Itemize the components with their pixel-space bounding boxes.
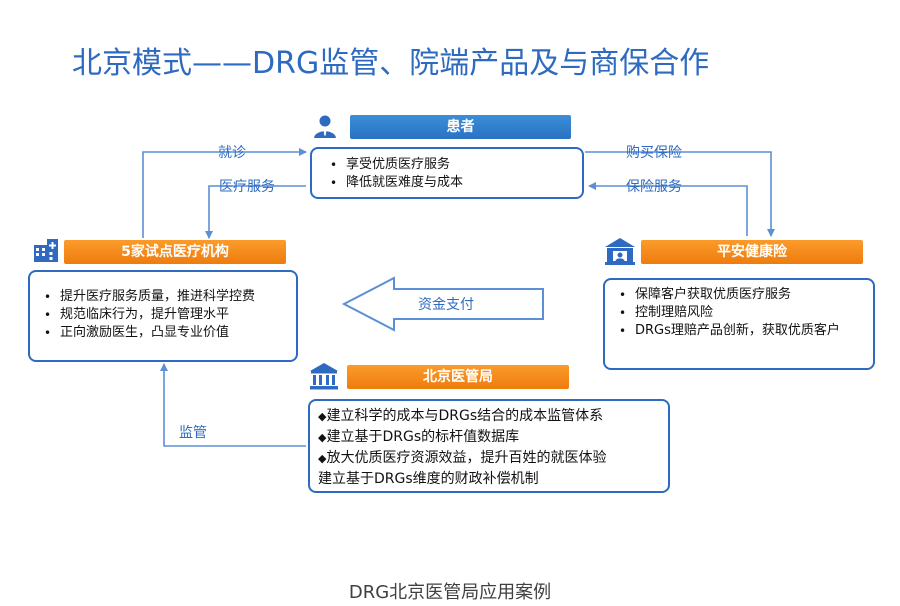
insurance-service-arrow xyxy=(588,182,748,236)
insurer-box: 保障客户获取优质医疗服务 控制理赔风险 DRGs理赔产品创新，获取优质客户 xyxy=(603,278,875,370)
list-item: DRGs理赔产品创新，获取优质客户 xyxy=(611,322,873,340)
supervision-label: 监管 xyxy=(179,425,207,441)
insurer-header: 平安健康险 xyxy=(641,240,863,264)
buy-insurance-arrow xyxy=(585,151,775,237)
list-item: 享受优质医疗服务 xyxy=(322,156,582,174)
page-title: 北京模式——DRG监管、院端产品及与商保合作 xyxy=(72,46,710,81)
hospital-header: 5家试点医疗机构 xyxy=(64,240,286,264)
insurer-building-icon xyxy=(604,237,636,269)
list-item: 保障客户获取优质医疗服务 xyxy=(611,286,873,304)
hospital-box: 提升医疗服务质量，推进科学控费 规范临床行为，提升管理水平 正向激励医生，凸显专… xyxy=(28,270,298,362)
payment-arrow xyxy=(341,276,544,332)
patient-header: 患者 xyxy=(350,115,571,139)
supervision-arrow xyxy=(160,363,306,447)
list-item: 降低就医难度与成本 xyxy=(322,174,582,192)
list-item: 建立基于DRGs维度的财政补偿机制 xyxy=(318,471,539,487)
hospital-icon xyxy=(32,237,60,267)
payment-label: 资金支付 xyxy=(418,297,474,313)
medical-service-label: 医疗服务 xyxy=(219,179,275,195)
patient-box: 享受优质医疗服务 降低就医难度与成本 xyxy=(310,147,584,199)
list-item: ◆建立科学的成本与DRGs结合的成本监管体系 xyxy=(318,408,604,424)
government-building-icon xyxy=(309,362,339,394)
visit-label: 就诊 xyxy=(218,145,246,161)
list-item: ◆建立基于DRGs的标杆值数据库 xyxy=(318,429,520,445)
medical-service-arrow xyxy=(205,185,306,239)
person-icon xyxy=(312,113,338,143)
figure-caption: DRG北京医管局应用案例 xyxy=(348,582,552,603)
list-item: ◆放大优质医疗资源效益，提升百姓的就医体验 xyxy=(318,450,607,466)
bureau-box: ◆建立科学的成本与DRGs结合的成本监管体系 ◆建立基于DRGs的标杆值数据库 … xyxy=(308,399,670,493)
insurance-service-label: 保险服务 xyxy=(626,179,682,195)
list-item: 控制理赔风险 xyxy=(611,304,873,322)
visit-arrow xyxy=(142,148,307,238)
bureau-header: 北京医管局 xyxy=(347,365,569,389)
list-item: 规范临床行为，提升管理水平 xyxy=(36,306,296,324)
list-item: 正向激励医生，凸显专业价值 xyxy=(36,324,296,342)
buy-insurance-label: 购买保险 xyxy=(626,145,682,161)
list-item: 提升医疗服务质量，推进科学控费 xyxy=(36,288,296,306)
